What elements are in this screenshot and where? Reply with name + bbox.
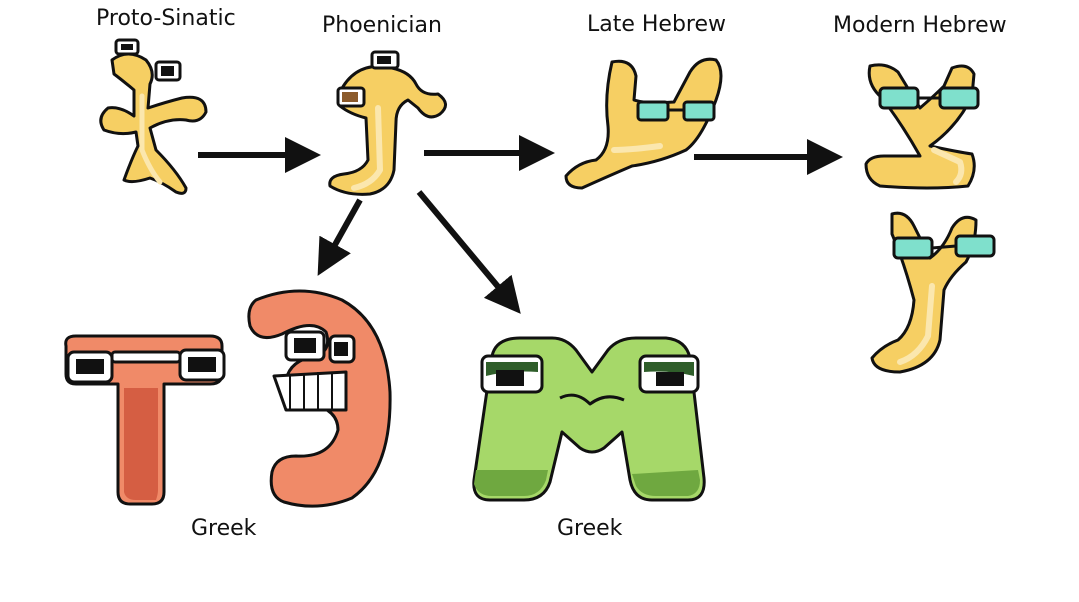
label-greek-right: Greek xyxy=(557,516,623,541)
label-modern-hebrew: Modern Hebrew xyxy=(833,13,1007,38)
arrow-phoenician-to-greek-right xyxy=(416,190,521,314)
label-phoenician: Phoenician xyxy=(322,13,442,38)
phoenician-character xyxy=(328,50,447,196)
greek-tau-character xyxy=(64,334,226,506)
proto-sinatic-character xyxy=(99,38,208,195)
late-hebrew-character xyxy=(564,57,723,190)
label-late-hebrew: Late Hebrew xyxy=(587,12,727,37)
arrow-phoenician-to-greek-left xyxy=(317,198,363,276)
modern-hebrew-character-bottom xyxy=(870,211,996,374)
label-greek-left: Greek xyxy=(191,516,257,541)
modern-hebrew-character-top xyxy=(864,63,980,190)
label-proto-sinatic: Proto-Sinatic xyxy=(96,6,236,31)
greek-epsilon-character xyxy=(247,289,392,508)
greek-mu-character xyxy=(472,336,706,502)
